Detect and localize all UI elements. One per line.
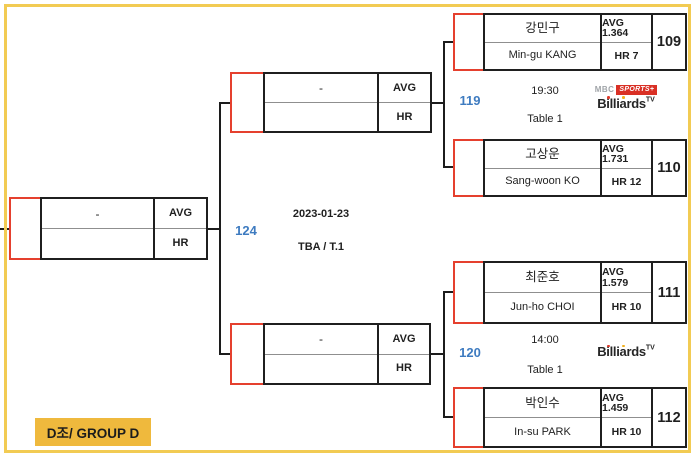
semifinal-top-stat-column: AVG HR: [379, 74, 430, 131]
player1-box: 강민구 Min-gu KANG AVG 1.364 HR 7: [483, 13, 653, 71]
player1-name-column: 강민구 Min-gu KANG: [485, 15, 602, 69]
player2-name-kr: 고상운: [485, 141, 600, 169]
billiards-yellow-dot-icon: [622, 344, 625, 347]
semifinal-top-name-en: [265, 103, 377, 131]
semifinal-top-right-connector: [430, 102, 445, 104]
semifinal-bottom-seed-box: [230, 323, 265, 385]
final-avg-label: AVG: [155, 199, 206, 229]
match-119-number: 119: [459, 93, 481, 108]
semifinal-top-name-column: -: [265, 74, 379, 131]
match-119-time: 19:30: [531, 85, 559, 97]
player4-name-en: In-su PARK: [514, 425, 571, 438]
player4-seed-box: [453, 387, 485, 448]
player1-hr: HR 7: [614, 49, 639, 62]
final-seed-box: [9, 197, 42, 260]
match-120-time: 14:00: [531, 334, 559, 346]
player1-score: 109: [651, 13, 687, 71]
player3-name-column: 최준호 Jun-ho CHOI: [485, 263, 602, 322]
player1-avg: AVG 1.364: [602, 15, 651, 43]
match-120-number: 120: [459, 345, 481, 360]
player1-stat-column: AVG 1.364 HR 7: [602, 15, 651, 69]
billiards-logo-text: Billiards: [597, 95, 646, 111]
player4-hr: HR 10: [611, 425, 642, 438]
billiards-tv-sup: TV: [645, 96, 655, 104]
player1-name-en: Min-gu KANG: [508, 49, 577, 62]
final-hr-label: HR: [172, 237, 189, 249]
final-bracket-line: [219, 102, 221, 355]
player1-connector: [443, 41, 455, 43]
billiards-tv-logo: BilliardsTV: [597, 344, 655, 360]
player4-connector: [443, 416, 455, 418]
match-119-broadcasters: MBC SPORTS+ BilliardsTV: [586, 85, 666, 112]
billiards-red-dot-icon: [607, 96, 610, 99]
player4-name-column: 박인수 In-su PARK: [485, 389, 602, 446]
final-connector-line: [206, 228, 221, 230]
player3-name-kr: 최준호: [485, 263, 600, 293]
player2-name-column: 고상운 Sang-woon KO: [485, 141, 602, 195]
mbc-sports-logo: MBC SPORTS+: [595, 85, 658, 95]
final-name-column: -: [42, 199, 155, 258]
match-119-bracket-line: [443, 41, 445, 168]
player2-box: 고상운 Sang-woon KO AVG 1.731 HR 12: [483, 139, 653, 197]
semifinal-bottom-stat-column: AVG HR: [379, 325, 429, 383]
group-label: D조/ GROUP D: [35, 418, 151, 446]
player2-avg: AVG 1.731: [602, 141, 651, 169]
player2-seed-box: [453, 139, 485, 197]
player2-connector: [443, 166, 455, 168]
semifinal-top-name: -: [265, 74, 377, 103]
final-match-number: 124: [235, 223, 257, 238]
semifinal-top-slot-box: - AVG HR: [263, 72, 432, 133]
final-winner-name: -: [42, 199, 153, 229]
mbc-logo-text: MBC: [594, 85, 615, 95]
billiards-tv-sup: TV: [645, 344, 655, 352]
semifinal-top-hr-label: HR: [396, 110, 413, 123]
semifinal-bottom-avg-label: AVG: [379, 325, 429, 355]
final-slot-box: - AVG HR: [40, 197, 208, 260]
player3-avg: AVG 1.579: [602, 263, 651, 293]
semifinal-bottom-name-en: [265, 355, 377, 384]
billiards-tv-logo: BilliardsTV: [597, 96, 655, 112]
semifinal-bottom-name-column: -: [265, 325, 379, 383]
player3-box: 최준호 Jun-ho CHOI AVG 1.579 HR 10: [483, 261, 653, 324]
player3-stat-column: AVG 1.579 HR 10: [602, 263, 651, 322]
billiards-red-dot-icon: [607, 344, 610, 347]
match-120-table: Table 1: [527, 364, 563, 376]
semifinal-top-seed-box: [230, 72, 265, 133]
final-stat-column: AVG HR: [155, 199, 206, 258]
player4-avg: AVG 1.459: [602, 389, 651, 418]
player2-score: 110: [651, 139, 687, 197]
final-info: TBA / T.1: [297, 241, 345, 253]
player1-name-kr: 강민구: [485, 15, 600, 43]
final-winner-name-en: [42, 229, 153, 258]
semifinal-bottom-right-connector: [430, 353, 445, 355]
semifinal-bottom-hr-label: HR: [396, 362, 412, 375]
match-119-table: Table 1: [527, 113, 563, 125]
semifinal-bottom-name: -: [265, 325, 377, 355]
player3-seed-box: [453, 261, 485, 324]
player3-hr: HR 10: [611, 301, 642, 314]
semifinal-bottom-left-connector: [219, 353, 232, 355]
sports-badge: SPORTS+: [616, 85, 658, 95]
player1-seed-box: [453, 13, 485, 71]
final-date: 2023-01-23: [292, 208, 350, 220]
player2-name-en: Sang-woon KO: [505, 175, 580, 188]
billiards-logo-text: Billiards: [597, 344, 646, 359]
player2-hr: HR 12: [611, 175, 642, 188]
semifinal-bottom-slot-box: - AVG HR: [263, 323, 431, 385]
billiards-yellow-dot-icon: [622, 96, 625, 99]
player4-name-kr: 박인수: [485, 389, 600, 418]
player4-stat-column: AVG 1.459 HR 10: [602, 389, 651, 446]
match-120-broadcasters: BilliardsTV: [586, 344, 666, 360]
semifinal-top-avg-label: AVG: [379, 74, 430, 103]
player4-box: 박인수 In-su PARK AVG 1.459 HR 10: [483, 387, 653, 448]
player3-connector: [443, 291, 455, 293]
player4-score: 112: [651, 387, 687, 448]
player3-score: 111: [651, 261, 687, 324]
player3-name-en: Jun-ho CHOI: [510, 301, 575, 313]
match-120-bracket-line: [443, 291, 445, 418]
semifinal-top-left-connector: [219, 102, 232, 104]
player2-stat-column: AVG 1.731 HR 12: [602, 141, 651, 195]
